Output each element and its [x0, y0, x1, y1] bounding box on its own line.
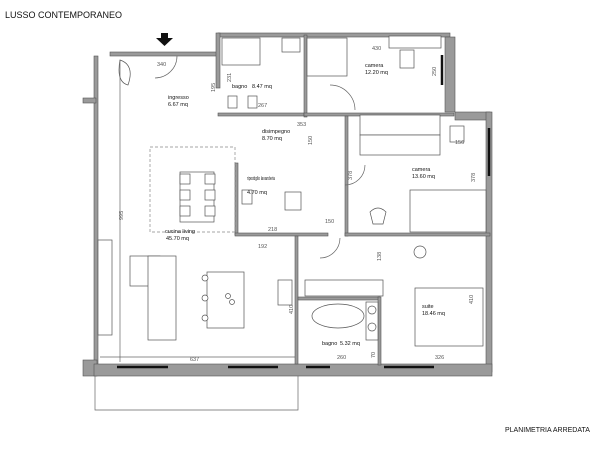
room-area: 8.70 mq [262, 136, 282, 142]
room-area: 12.20 mq [365, 70, 388, 76]
room-camera-2: camera [412, 167, 431, 173]
room-area: 8.47 mq [252, 84, 272, 90]
dimension: 430 [372, 46, 381, 52]
dimension: 410 [289, 305, 295, 314]
room-camera: camera [365, 63, 384, 69]
bed-camera-2 [409, 189, 487, 233]
dimension: 70 [371, 352, 377, 358]
room-disimpegno: disimpegno [262, 129, 290, 135]
room-area: 45.70 mq [166, 236, 189, 242]
bed-camera [306, 37, 348, 77]
wardrobe [359, 134, 441, 156]
room-area: 4.70 mq [247, 190, 267, 196]
dimension: 150 [325, 219, 334, 225]
room-area: 13.60 mq [412, 174, 435, 180]
dimension: 195 [211, 83, 217, 92]
armchair [369, 207, 387, 225]
kitchen-island [201, 271, 245, 329]
drawing-title: LUSSO CONTEMPORANEO [5, 10, 123, 20]
dimension: 138 [377, 252, 383, 261]
sofa [129, 255, 177, 341]
washing-machine [284, 191, 302, 211]
toilet [227, 95, 238, 109]
dining-table [179, 171, 216, 223]
bathtub [311, 303, 365, 329]
door [329, 84, 356, 111]
boiler [241, 189, 253, 205]
furniture [97, 35, 487, 362]
dimension: 156 [455, 140, 464, 146]
room-ripostiglio: ripostiglio lavanderia [247, 176, 276, 182]
dimension: 995 [119, 211, 125, 220]
dimension: 260 [337, 355, 346, 361]
dimension: 150 [308, 136, 314, 145]
entry-door [154, 55, 178, 79]
shower [221, 37, 261, 66]
room-labels: ingresso 6.67 mq bagno 8.47 mq camera 12… [165, 63, 445, 347]
bath-sink [281, 37, 301, 53]
dimension: 410 [469, 295, 475, 304]
room-bagno-2-name: bagno [322, 341, 337, 347]
wardrobe [359, 114, 441, 136]
dimension: 218 [268, 227, 277, 233]
room-ingresso: ingresso [168, 95, 189, 101]
room-bagno-name: bagno [232, 84, 247, 90]
bidet [247, 95, 258, 109]
bed-suite [414, 287, 484, 347]
room-cucina-living: cucina living [165, 229, 195, 235]
room-area: 6.67 mq [168, 102, 188, 108]
dimension: 192 [258, 244, 267, 250]
dimension: 340 [157, 62, 166, 68]
dimension: 250 [432, 67, 438, 76]
door [344, 164, 366, 186]
drawing-caption: PLANIMETRIA ARREDATA [505, 427, 590, 434]
dimension: 353 [297, 122, 306, 128]
walls [82, 32, 493, 411]
dimension: 378 [471, 173, 477, 182]
suite-table [413, 245, 427, 259]
dimension: 267 [258, 103, 267, 109]
tv-cabinet [97, 239, 113, 336]
dimension-labels: 340 195 231 267 353 430 250 150 156 378 … [119, 46, 477, 363]
laundry-cabinet [304, 279, 384, 297]
room-area: 18.46 mq [422, 311, 445, 317]
chair [399, 49, 415, 69]
door [319, 237, 341, 259]
room-area: 5.32 mq [340, 341, 360, 347]
desk [388, 35, 442, 49]
desk-chair [449, 125, 465, 143]
dimension: 378 [348, 171, 354, 180]
kitchen-sink [277, 279, 293, 306]
dimension: 231 [227, 73, 233, 82]
armchair [118, 59, 131, 86]
dimension: 326 [435, 355, 444, 361]
dimension: 637 [190, 357, 199, 363]
entrance-arrow-icon [156, 33, 173, 46]
room-suite: suite [422, 304, 434, 310]
